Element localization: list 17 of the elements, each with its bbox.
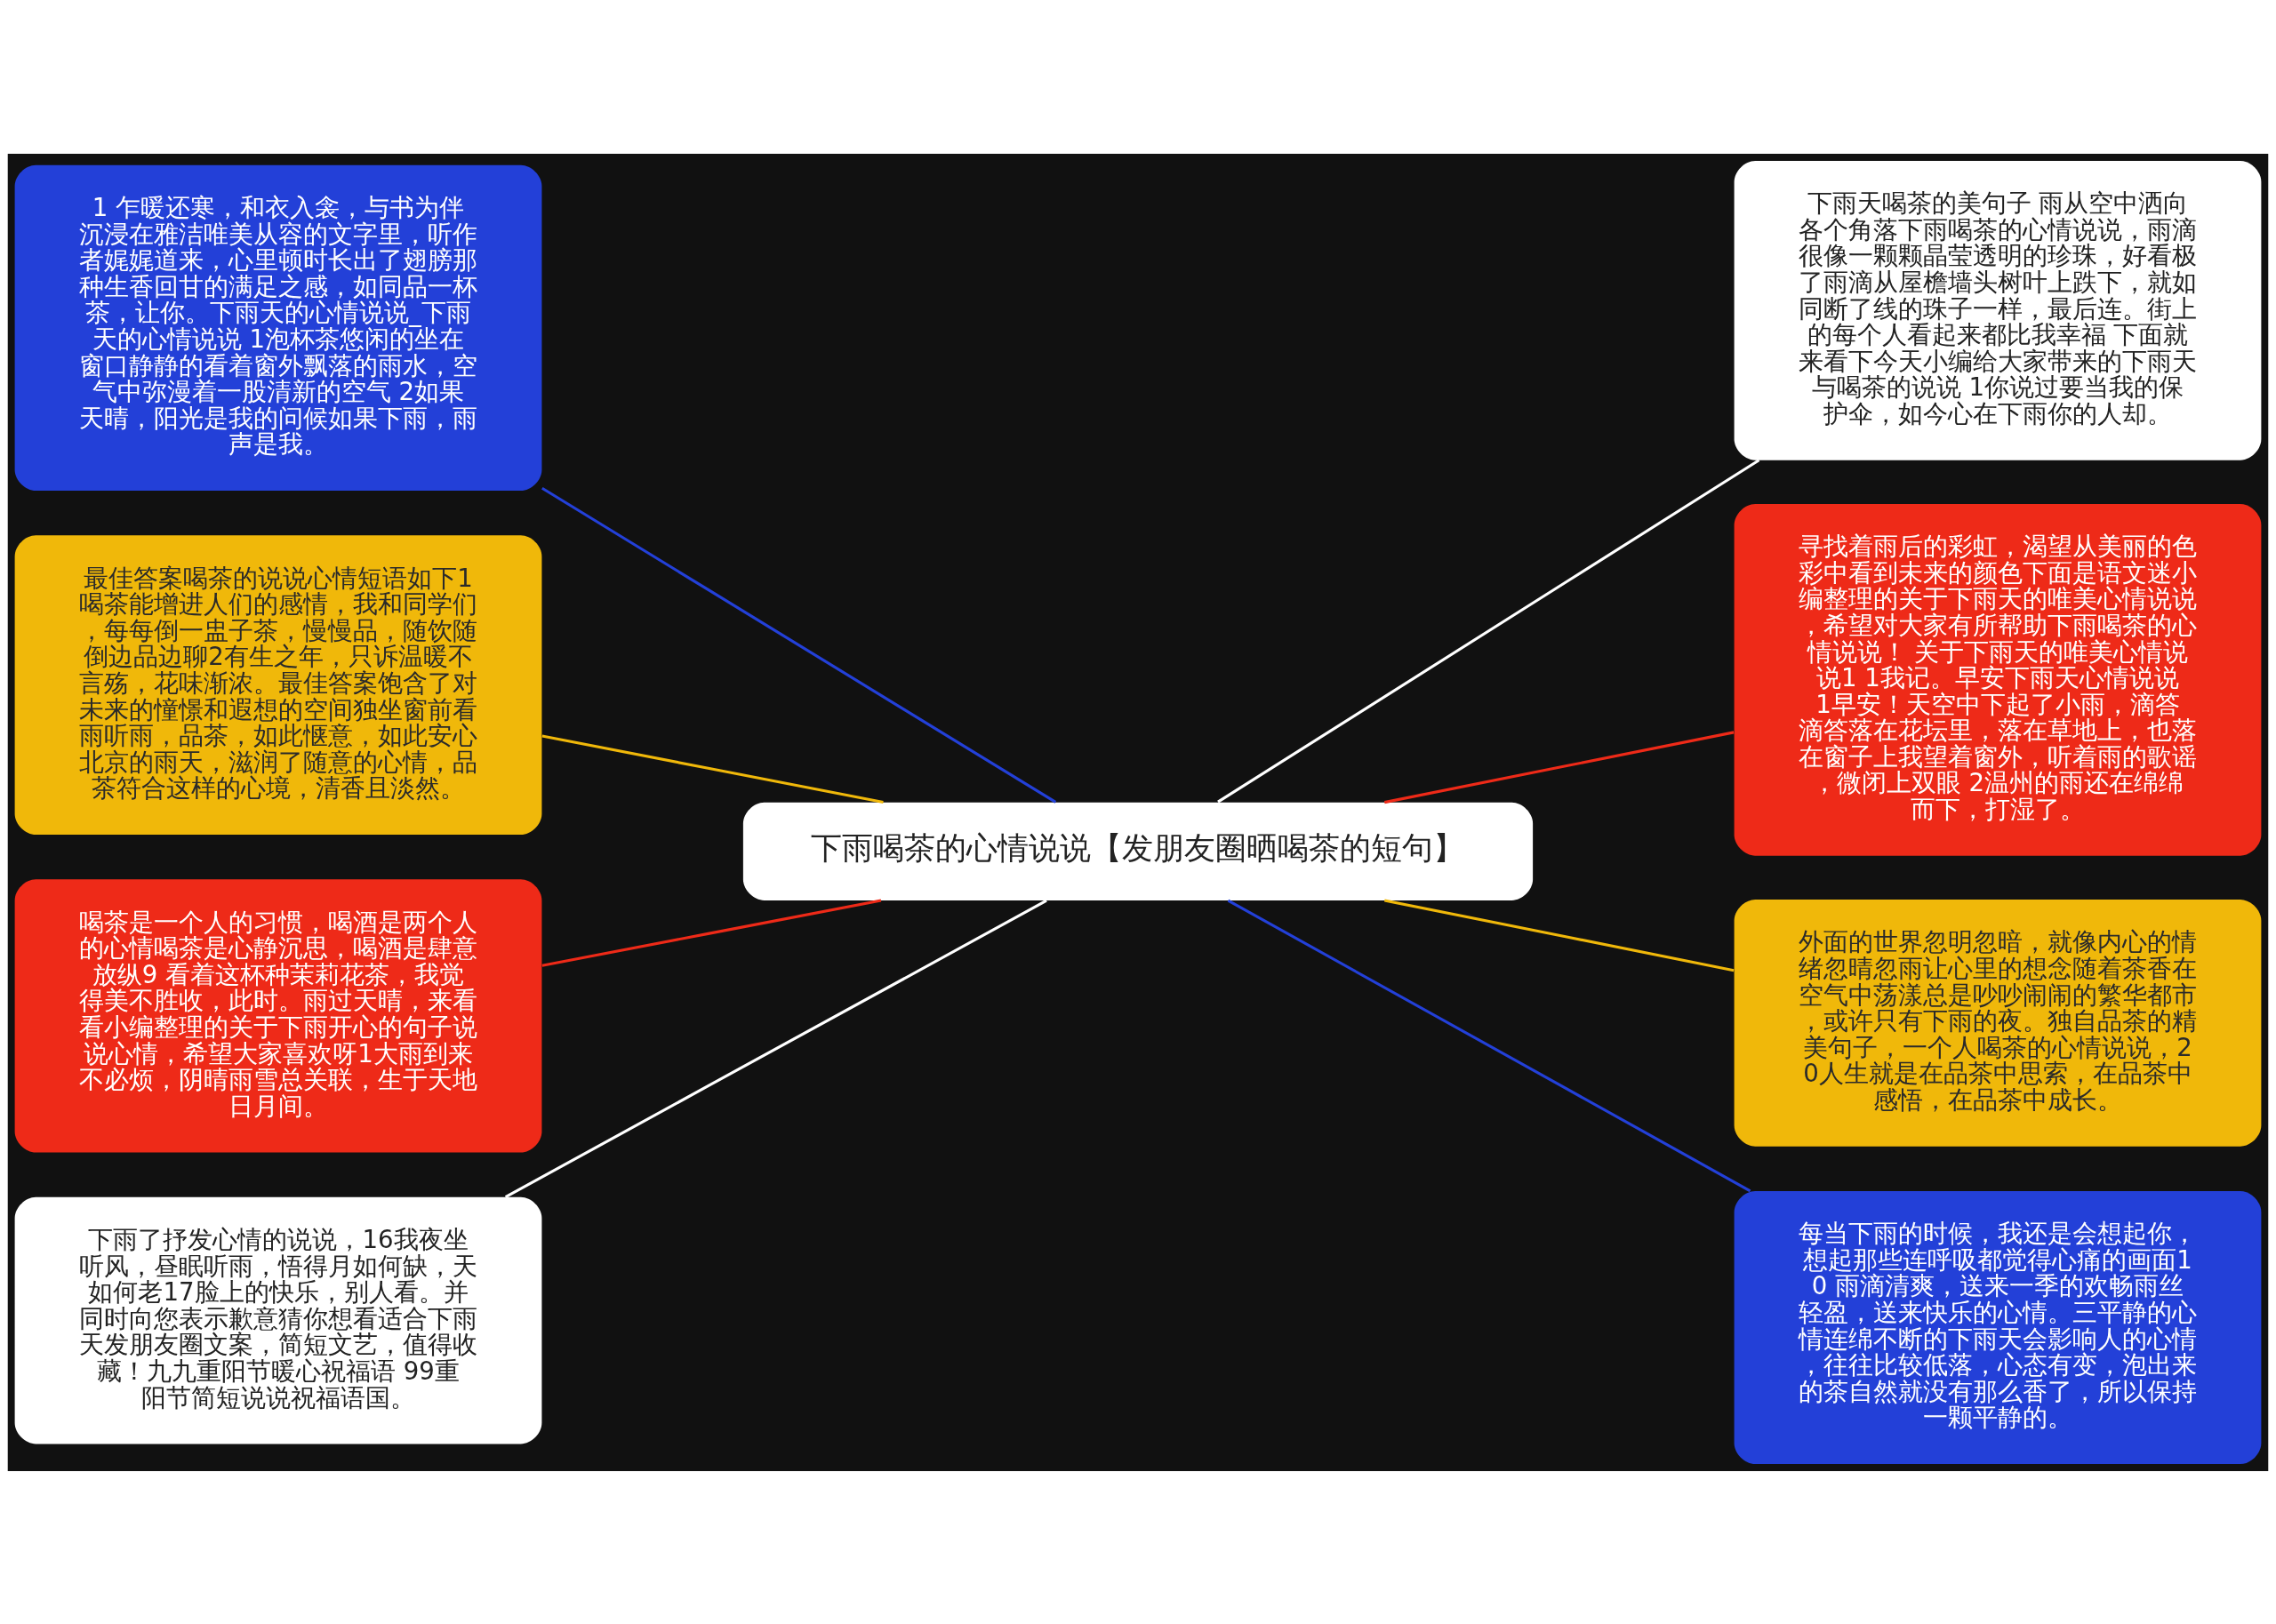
node-box: 外面的世界忽明忽暗，就像内心的情绪忽晴忽雨让心里的想念随着茶香在空气中荡漾总是吵吵闹闹的繁华都市，或许只有下雨的夜。独自品茶的精美句子，一个人喝茶的心情说说，20人生就是在品茶中思索，在品茶中感悟，在品茶中成长。 bbox=[1734, 899, 2262, 1147]
connector bbox=[541, 733, 884, 804]
connector bbox=[1384, 730, 1735, 804]
node-box: 下雨了抒发心情的说说，16我夜坐听风，昼眠听雨，悟得月如何缺，天如何老17脸上的快乐，别人看。并同时向您表示歉意猜你想看适合下雨天发朋友圈文案，简短文艺，值得收藏！九九重阳节暖心祝福语 99重阳节简短说说祝福语国。 bbox=[14, 1196, 542, 1444]
connector bbox=[541, 898, 882, 967]
connector bbox=[1217, 458, 1760, 804]
connector bbox=[504, 899, 1047, 1198]
node-box: 每当下雨的时候，我还是会想起你，想起那些连呼吸都觉得心痛的画面10 雨滴清爽，送来一季的欢畅雨丝轻盈，送来快乐的心情。三平静的心情连绵不断的下雨天会影响人的心情，往往比较低落，心态有变，泡出来的茶自然就没有那么香了，所以保持一颗平静的。 bbox=[1734, 1190, 2262, 1464]
node-box: 寻找着雨后的彩虹，渴望从美丽的色彩中看到未来的颜色下面是语文迷小编整理的关于下雨天的唯美心情说说，希望对大家有所帮助下雨喝茶的心情说说！ 关于下雨天的唯美心情说说1 1我记。早安下雨天心情说说 1早安！天空中下起了小雨，滴答滴答落在花坛里，落在草地上，也落在窗子上我望着窗外，听着雨的歌谣，微闭上双眼 2温州的雨还在绵绵而下，打湿了。 bbox=[1734, 503, 2262, 856]
node-box: 最佳答案喝茶的说说心情短语如下1喝茶能增进人们的感情，我和同学们，每每倒一盅子茶，慢慢品，随饮随倒边品边聊2有生之年，只诉温暖不言殇，花味渐浓。最佳答案饱含了对未来的憧憬和遐想的空间独坐窗前看雨听雨，品茶，如此惬意，如此安心北京的雨天，滋润了随意的心情，品茶符合这样的心境，清香且淡然。 bbox=[14, 534, 542, 835]
node-box: 下雨天喝茶的美句子 雨从空中洒向各个角落下雨喝茶的心情说说，雨滴很像一颗颗晶莹透明的珍珠，好看极了雨滴从屋檐墙头树叶上跌下，就如同断了线的珠子一样，最后连。街上的每个人看起来都比我幸福 下面就来看下今天小编给大家带来的下雨天与喝茶的说说 1你说过要当我的保护伞，如今心在下雨你的人却。 bbox=[1734, 160, 2262, 460]
connector bbox=[541, 486, 1057, 804]
node-box: 1 乍暖还寒，和衣入衾，与书为伴沉浸在雅洁唯美从容的文字里，听作者娓娓道来，心里顿时长出了翅膀那种生香回甘的满足之感，如同品一杯茶，让你。下雨天的心情说说_下雨天的心情说说 1泡杯茶悠闲的坐在窗口静静的看着窗外飘落的雨水，空气中弥漫着一股清新的空气 2如果天晴，阳光是我的问候如果下雨，雨声是我。 bbox=[14, 164, 542, 491]
node-box: 喝茶是一个人的习惯，喝酒是两个人的心情喝茶是心静沉思，喝酒是肆意放纵9 看着这杯种茉莉花茶，我觉得美不胜收，此时。雨过天晴，来看看小编整理的关于下雨开心的句子说说心情，希望大家喜欢呀1大雨到来不必烦，阴晴雨雪总关联，生于天地日月间。 bbox=[14, 878, 542, 1153]
node-box: 下雨喝茶的心情说说【发朋友圈晒喝茶的短句】 bbox=[742, 802, 1534, 900]
connector bbox=[1384, 898, 1735, 972]
connector bbox=[1227, 899, 1751, 1192]
